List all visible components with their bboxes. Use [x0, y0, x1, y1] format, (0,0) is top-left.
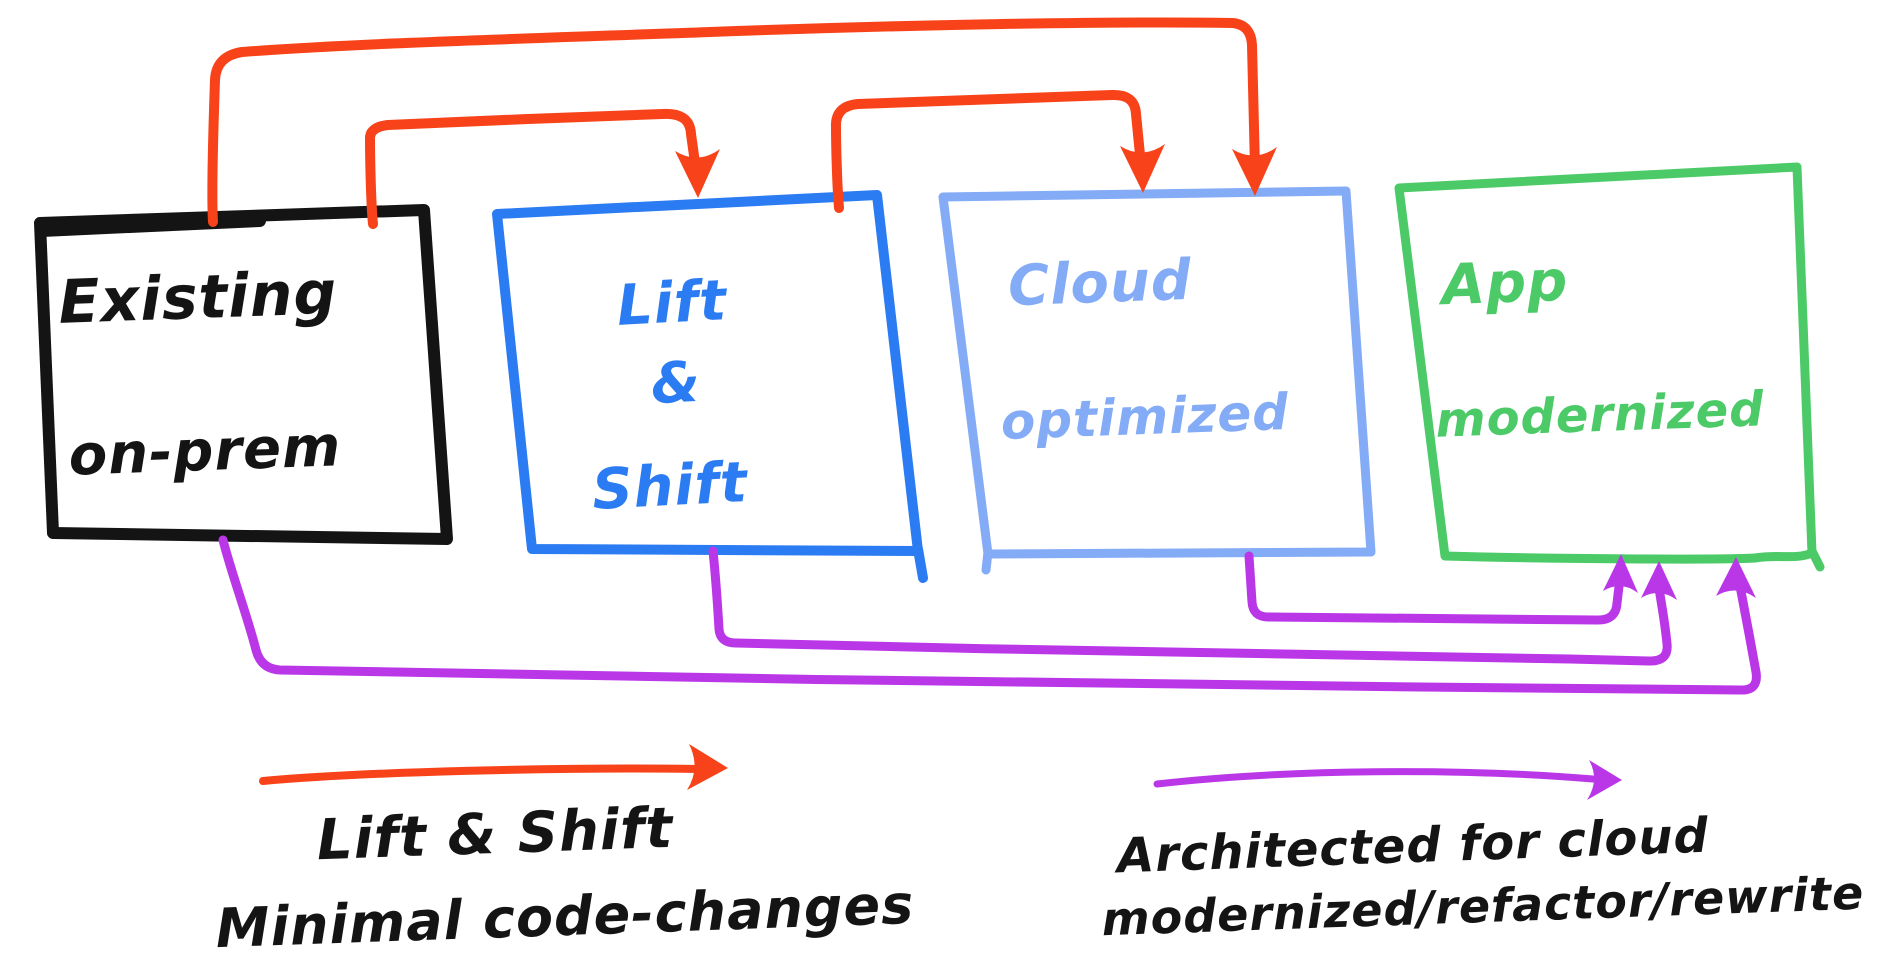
- legend-purple-arrowhead: [1587, 760, 1622, 800]
- arrowhead-cloud-optimized-to-app-modernized: [1603, 554, 1638, 593]
- arrowhead-existing-to-lift-and-shift: [675, 149, 720, 198]
- label-app-modernized-line1: App: [1437, 249, 1570, 319]
- arrowhead-existing-to-cloud-optimized: [1232, 147, 1277, 196]
- legend-left-line2: Minimal code-changes: [215, 873, 916, 960]
- label-existing-line2: on-prem: [68, 414, 343, 488]
- arrow-cloud-optimized-to-app-modernized: [1244, 551, 1625, 625]
- label-existing-line1: Existing: [57, 258, 338, 338]
- arrow-existing-to-cloud-optimized: [207, 17, 1260, 227]
- arrow-lift-and-shift-to-cloud-optimized: [830, 89, 1146, 213]
- arrow-lift-and-shift-to-app-modernized: [708, 546, 1672, 666]
- arrow-existing-to-app-modernized: [218, 535, 1761, 695]
- label-cloud-optimized-line1: Cloud: [1007, 248, 1193, 319]
- arrowhead-lift-and-shift-to-cloud-optimized: [1120, 144, 1165, 193]
- label-lift-shift-line1: Lift: [615, 268, 729, 339]
- legend-red-arrow: [259, 764, 702, 785]
- arrow-existing-to-lift-and-shift: [365, 108, 701, 229]
- legend-right-line1: Architected for cloud: [1112, 808, 1710, 885]
- arrowhead-lift-and-shift-to-app-modernized: [1641, 561, 1677, 600]
- box-existing-on-prem-outline: [34, 204, 453, 545]
- box-app-modernized-outline: [1394, 162, 1825, 572]
- label-lift-shift-line3: Shift: [591, 450, 751, 523]
- label-app-modernized-line2: modernized: [1435, 381, 1766, 448]
- legend-left-line1: Lift & Shift: [316, 796, 676, 873]
- legend-red-arrowhead: [687, 744, 728, 790]
- box-lift-and-shift-outline: [492, 190, 928, 583]
- arrowhead-existing-to-app-modernized: [1716, 557, 1756, 598]
- legend-purple-arrow: [1153, 768, 1597, 788]
- box-cloud-optimized-outline: [938, 186, 1376, 575]
- label-cloud-optimized-line2: optimized: [1000, 383, 1290, 451]
- label-lift-shift-line2: &: [649, 350, 702, 418]
